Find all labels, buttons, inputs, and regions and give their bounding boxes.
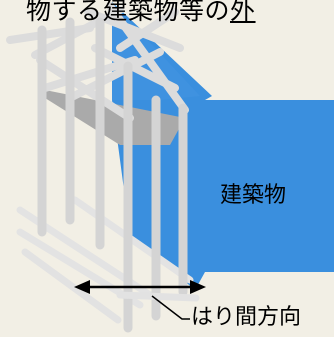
- vertical-pipes: [37, 17, 188, 333]
- span-direction-label: はり間方向: [191, 305, 302, 330]
- span-arrow: [74, 280, 206, 294]
- top-caption: 物する建築物等の外: [26, 0, 256, 27]
- ground-pipes-front: [21, 248, 200, 324]
- label-leader-line: [151, 295, 190, 320]
- top-braces: [6, 2, 189, 122]
- scaffold-platform: [45, 90, 185, 145]
- top-caption-underlined: 外: [230, 0, 256, 25]
- building-label: 建築物: [220, 183, 287, 208]
